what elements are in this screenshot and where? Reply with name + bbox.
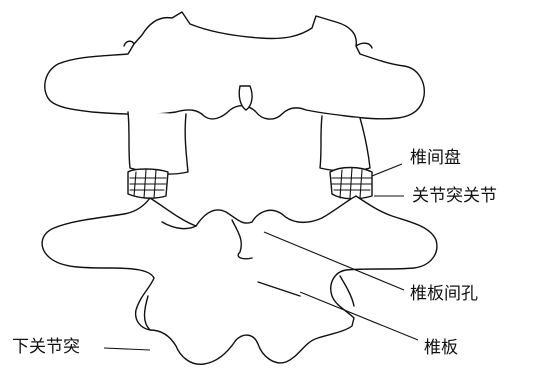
leader-inferior-process — [104, 348, 150, 350]
left-column — [128, 112, 188, 174]
leader-disc — [372, 164, 402, 176]
label-inferior-articular-process: 下关节突 — [12, 339, 80, 356]
right-column — [320, 116, 370, 171]
right-facet-joint — [330, 168, 372, 199]
label-lamina: 椎板 — [424, 340, 458, 357]
left-facet-joint — [128, 169, 168, 198]
label-facet-joint: 关节突关节 — [412, 188, 497, 205]
label-intervertebral-disc: 椎间盘 — [410, 150, 461, 167]
label-interlaminar-foramen: 椎板间孔 — [410, 286, 478, 303]
lower-vertebra — [42, 196, 437, 364]
upper-vertebra — [45, 12, 424, 119]
